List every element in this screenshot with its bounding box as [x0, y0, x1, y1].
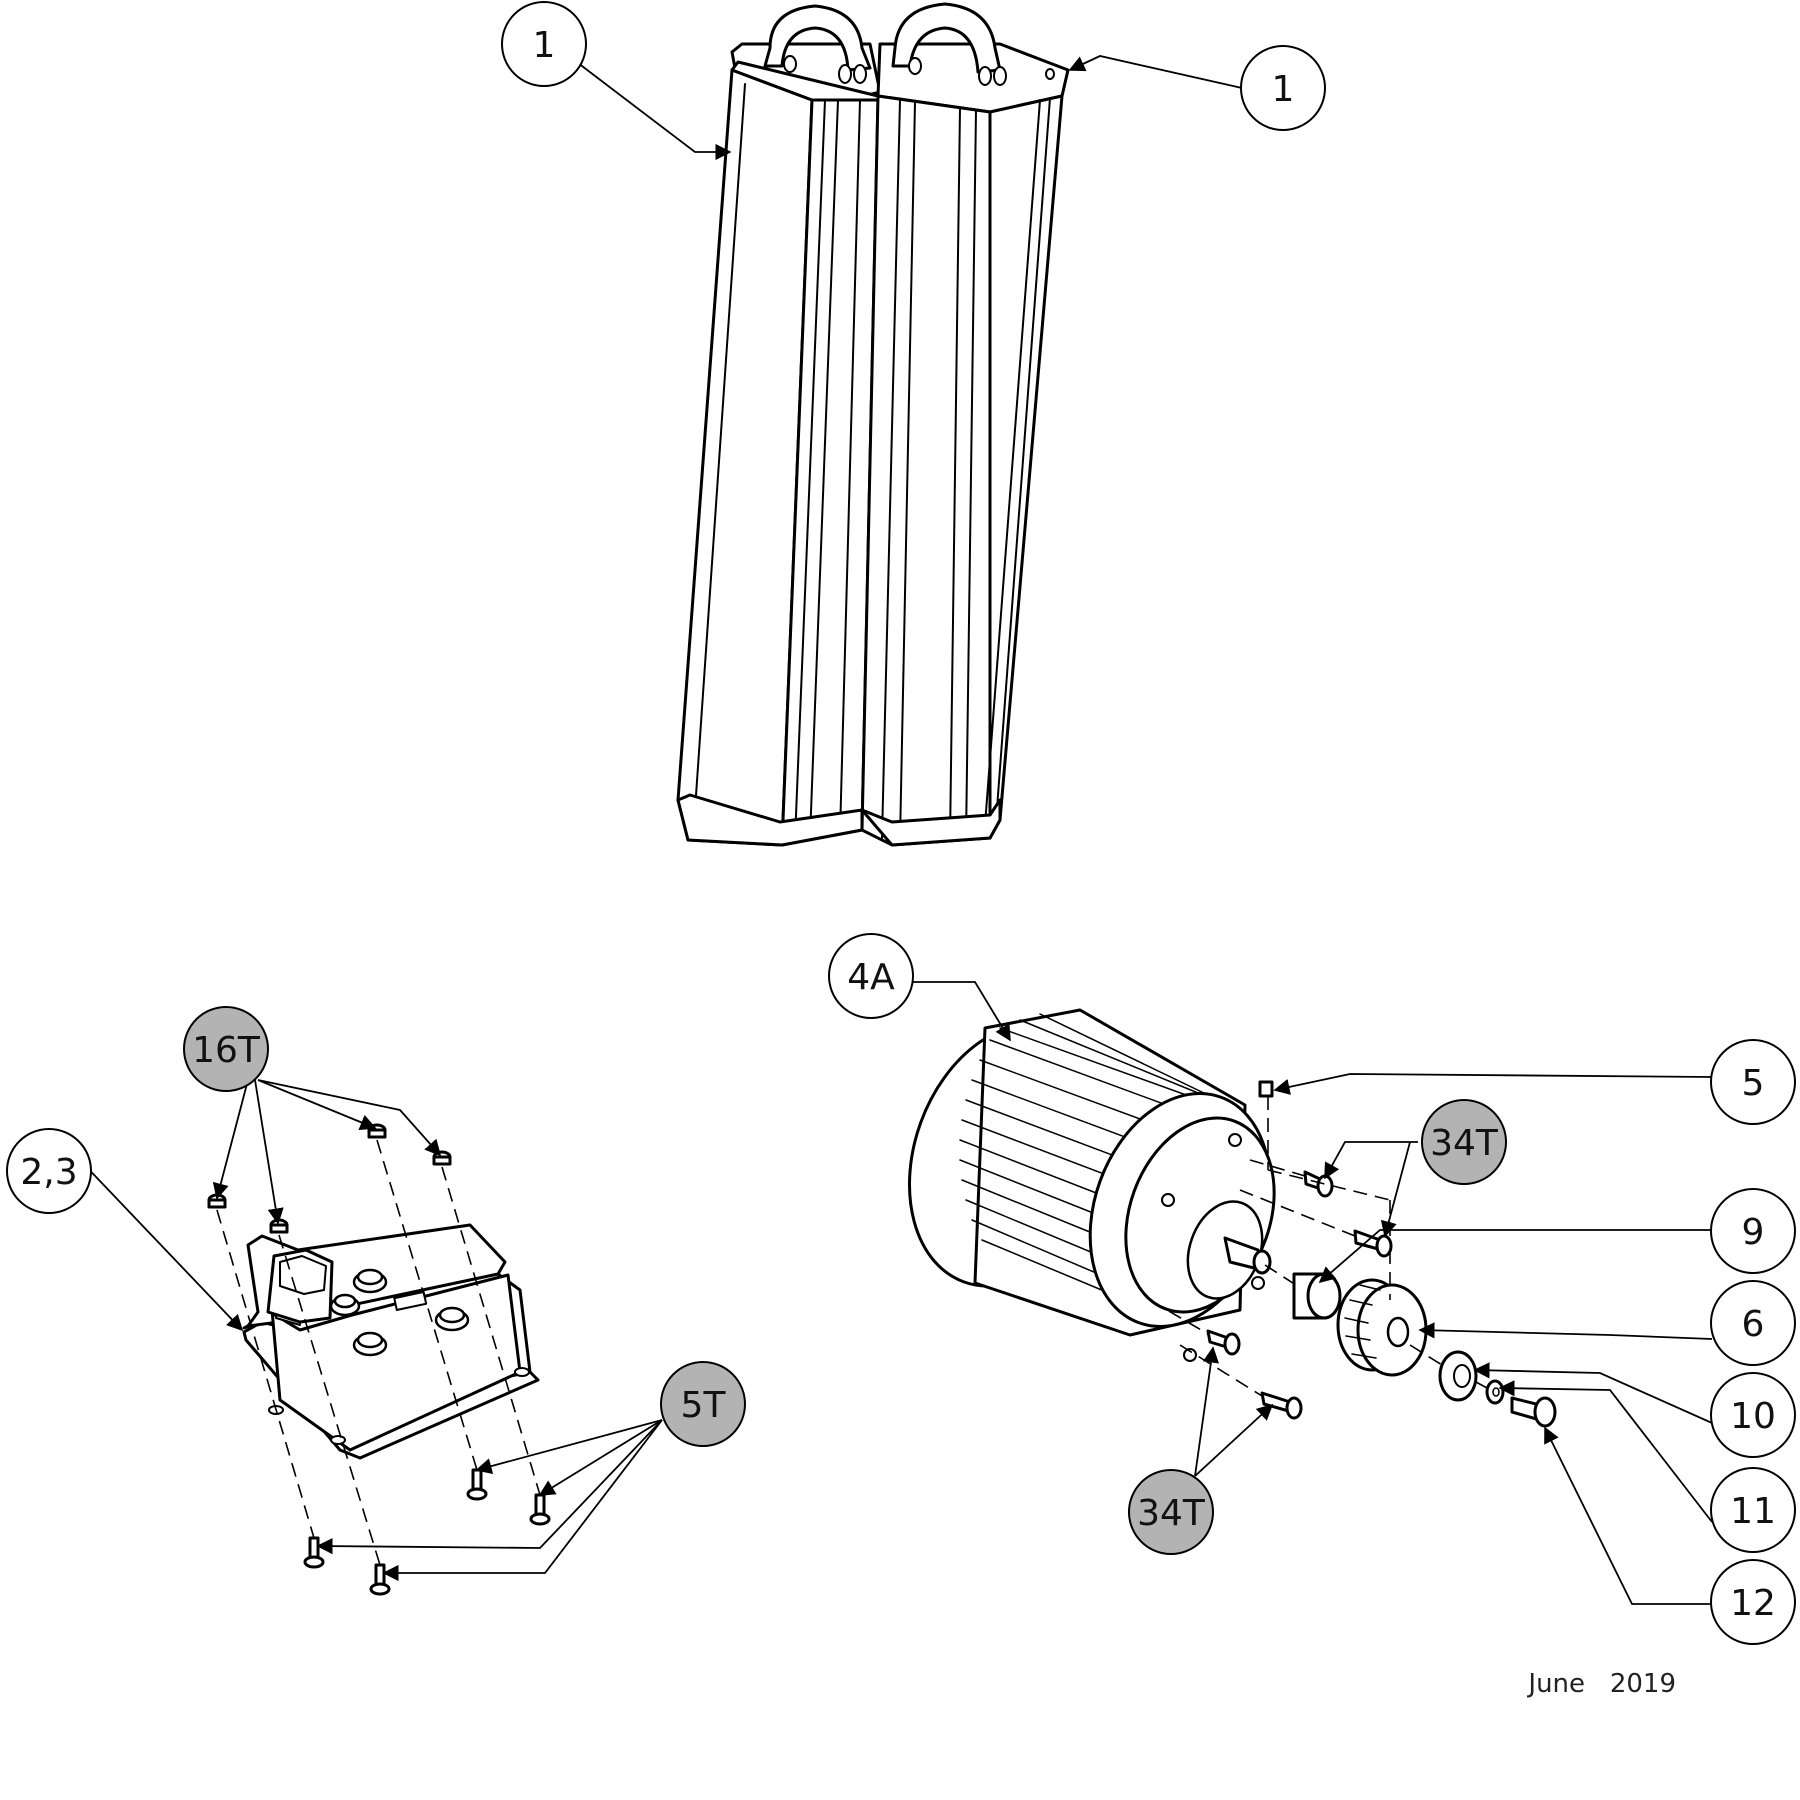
controller-nut-drawing — [207, 1123, 452, 1234]
motor-drawing — [907, 1008, 1276, 1362]
battery-pack-drawing — [676, 2, 1070, 847]
callout-balloons: 1 1 4A 16T 2,3 5T 5 34T — [6, 1, 1796, 1645]
callout-6: 6 — [1710, 1280, 1796, 1366]
callout-9: 9 — [1710, 1188, 1796, 1274]
callout-5: 5 — [1710, 1039, 1796, 1125]
svg-text:5T: 5T — [681, 1385, 727, 1426]
motor-hardware-drawing — [1206, 1170, 1557, 1428]
callout-4a: 4A — [828, 933, 914, 1019]
callout-11: 11 — [1710, 1467, 1796, 1553]
svg-text:34T: 34T — [1137, 1493, 1206, 1534]
callout-10: 10 — [1710, 1372, 1796, 1458]
callout-1-upper-left: 1 — [501, 1, 587, 87]
svg-text:6: 6 — [1742, 1304, 1765, 1345]
callout-2-3: 2,3 — [6, 1128, 92, 1214]
svg-text:11: 11 — [1730, 1491, 1776, 1532]
callout-1-upper-right: 1 — [1240, 45, 1326, 131]
svg-text:1: 1 — [533, 25, 556, 66]
callout-34t-upper: 34T — [1421, 1099, 1507, 1185]
svg-text:12: 12 — [1730, 1583, 1776, 1624]
callout-5t: 5T — [660, 1361, 746, 1447]
motor-assembly-lines — [1149, 1096, 1488, 1397]
svg-text:1: 1 — [1272, 69, 1295, 110]
controller-screw-drawing — [303, 1468, 551, 1596]
svg-text:5: 5 — [1742, 1063, 1765, 1104]
revision-date: June 2019 — [1526, 1669, 1676, 1699]
svg-text:10: 10 — [1730, 1396, 1776, 1437]
svg-text:16T: 16T — [192, 1030, 261, 1071]
callout-34t-lower: 34T — [1128, 1469, 1214, 1555]
svg-text:9: 9 — [1742, 1212, 1765, 1253]
callout-16t: 16T — [183, 1006, 269, 1092]
svg-text:2,3: 2,3 — [20, 1152, 77, 1193]
svg-text:34T: 34T — [1430, 1123, 1499, 1164]
callout-12: 12 — [1710, 1559, 1796, 1645]
controller-assembly-lines — [216, 1139, 541, 1566]
svg-text:4A: 4A — [847, 957, 895, 998]
leader-lines — [77, 55, 1713, 1605]
